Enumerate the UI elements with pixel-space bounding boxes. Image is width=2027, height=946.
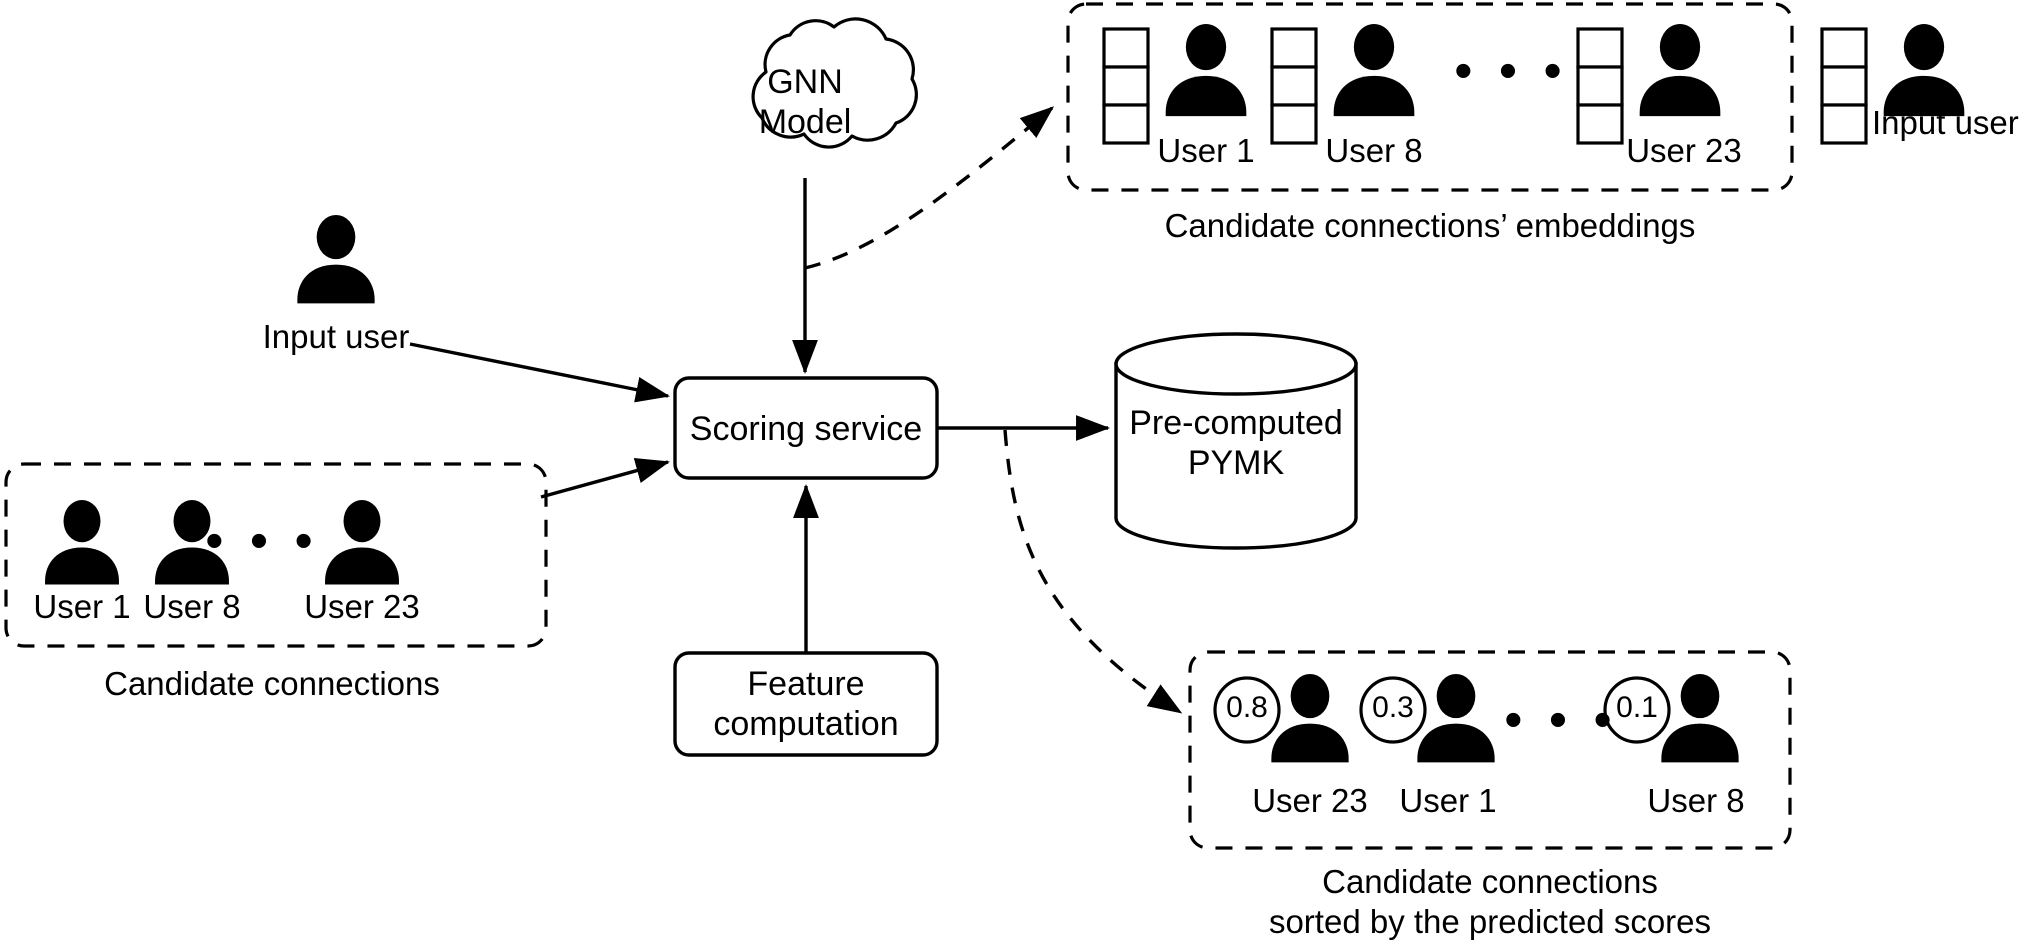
input-user-right-label: Input user	[1872, 104, 2019, 141]
score-bubble	[1213, 676, 1281, 744]
candidate-user-label: User 23	[304, 588, 420, 625]
candidate-connections-box	[4, 462, 548, 648]
precomputed-pymk-label-line1: Pre-computed	[1129, 404, 1343, 442]
gnn-model-cloud	[751, 17, 918, 149]
embedding-vector	[1102, 27, 1150, 145]
sorted-candidates-ellipsis-icon: • • •	[1504, 691, 1618, 749]
feature-computation-box	[673, 651, 939, 757]
feature-computation-label: Feature computation	[676, 664, 936, 744]
feature-computation-label-line2: computation	[713, 705, 899, 744]
embedding-user-avatar	[1639, 24, 1721, 117]
precomputed-pymk-cylinder	[1114, 332, 1358, 550]
precomputed-pymk-label: Pre-computed PYMK	[1101, 403, 1371, 483]
gnn-model-label-line1: GNN	[767, 63, 843, 101]
candidate-embeddings-ellipsis-icon: • • •	[1454, 42, 1568, 100]
candidate-connections-ellipsis-icon: • • •	[205, 512, 319, 570]
embedding-vector	[1270, 27, 1318, 145]
sorted-user-label: User 1	[1399, 782, 1497, 819]
sorted-user-label: User 23	[1252, 782, 1368, 819]
score-value: 0.8	[1226, 691, 1268, 724]
input-user-right-embedding-vector	[1820, 27, 1868, 145]
sorted-user-avatar	[1417, 674, 1495, 763]
input-user-right-avatar	[1883, 24, 1965, 117]
precomputed-pymk-label-line2: PYMK	[1187, 444, 1285, 483]
feature-computation-label-line1: Feature	[747, 665, 865, 703]
arrow-scoring-to-sorted-candidates	[1003, 429, 1183, 714]
candidate-user-avatar	[45, 500, 119, 585]
score-bubble	[1603, 676, 1671, 744]
candidate-embeddings-caption: Candidate connections’ embeddings	[1164, 207, 1696, 244]
candidate-embeddings-box	[1066, 2, 1794, 192]
score-bubble	[1359, 676, 1427, 744]
arrow-candidates-to-scoring	[540, 458, 670, 499]
candidate-user-avatar	[325, 500, 399, 585]
embedding-user-label: User 8	[1325, 132, 1423, 169]
sorted-user-label: User 8	[1647, 782, 1745, 819]
sorted-user-avatar	[1661, 674, 1739, 763]
embedding-user-label: User 23	[1626, 132, 1742, 169]
sorted-candidates-caption-line2: sorted by the predicted scores	[1268, 902, 1712, 940]
embedding-vector	[1576, 27, 1624, 145]
scoring-service-label: Scoring service	[689, 410, 923, 448]
sorted-candidates-box	[1188, 650, 1792, 850]
sorted-candidates-caption: Candidate connections sorted by the pred…	[1090, 862, 1890, 941]
input-user-left-label: Input user	[262, 318, 410, 355]
score-value: 0.1	[1616, 691, 1658, 724]
sorted-user-avatar	[1271, 674, 1349, 763]
score-value: 0.3	[1372, 691, 1414, 724]
candidate-connections-caption: Candidate connections	[104, 665, 440, 702]
embedding-user-avatar	[1333, 24, 1415, 117]
embedding-user-label: User 1	[1157, 132, 1255, 169]
candidate-user-label: User 1	[33, 588, 131, 625]
candidate-user-label: User 8	[143, 588, 241, 625]
arrow-input-user-to-scoring	[409, 342, 670, 403]
embedding-user-avatar	[1165, 24, 1247, 117]
gnn-model-label: GNN Model	[715, 62, 895, 142]
arrow-gnn-to-embeddings	[804, 106, 1055, 270]
gnn-model-label-line2: Model	[758, 103, 852, 142]
sorted-candidates-caption-line1: Candidate connections	[1322, 863, 1658, 900]
input-user-left-avatar	[297, 215, 375, 304]
